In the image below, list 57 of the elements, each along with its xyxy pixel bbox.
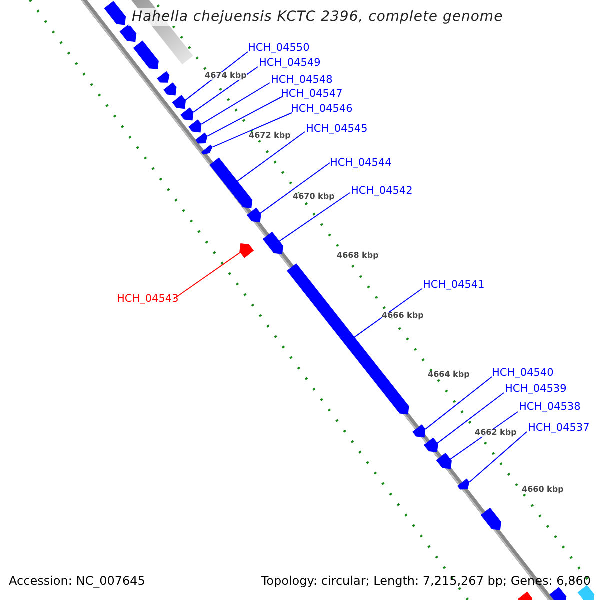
gene-label: HCH_04545 <box>306 124 368 134</box>
gene-feature <box>157 71 170 83</box>
gene-feature <box>287 264 410 415</box>
gene-feature <box>578 585 595 600</box>
leader-line <box>437 392 504 444</box>
gene-label: HCH_04537 <box>528 423 590 434</box>
gene-feature <box>133 40 159 70</box>
gene-label: HCH_04549 <box>259 58 321 68</box>
gene-label: HCH_04548 <box>271 75 333 86</box>
gene-feature <box>240 244 254 258</box>
gene-feature <box>518 592 532 600</box>
footer-text: Topology: circular; Length: 7,215,267 bp; Genes: 6,860 <box>261 575 591 587</box>
gene-feature <box>436 453 452 470</box>
gene-feature <box>262 232 284 254</box>
leader-line <box>193 66 258 113</box>
leader-line <box>425 376 492 430</box>
leader-line <box>354 288 422 338</box>
gene-label: HCH_04544 <box>330 158 392 168</box>
gene-feature <box>550 587 567 600</box>
gene-feature <box>480 508 502 530</box>
leader-line <box>207 96 282 137</box>
gene-label: HCH_04541 <box>423 280 485 290</box>
leader-line <box>174 252 241 300</box>
leader-line <box>237 132 306 182</box>
gene-feature <box>180 108 194 121</box>
scale-label: 4662 kbp <box>475 429 517 437</box>
gene-feature <box>164 82 177 96</box>
gene-label: HCH_04543 <box>117 294 179 304</box>
leader-line <box>279 192 350 242</box>
scale-label: 4672 kbp <box>249 132 291 140</box>
scale-label: 4674 kbp <box>205 72 247 80</box>
gene-feature <box>246 208 262 222</box>
gene-label: HCH_04546 <box>291 104 353 114</box>
gene-feature <box>172 95 186 110</box>
gene-label: HCH_04547 <box>281 89 343 100</box>
gene-feature <box>210 158 253 209</box>
scale-label: 4660 kbp <box>522 486 564 494</box>
gene-feature <box>188 120 202 133</box>
gene-label: HCH_04550 <box>248 43 310 54</box>
leader-line <box>212 112 292 148</box>
gene-feature <box>412 424 426 438</box>
gene-feature <box>458 478 470 490</box>
gene-label: HCH_04542 <box>351 186 413 196</box>
gene-label: HCH_04538 <box>519 402 581 412</box>
gene-feature <box>201 144 213 155</box>
scale-label: 4670 kbp <box>293 193 335 201</box>
leader-line <box>260 162 330 214</box>
gene-label: HCH_04540 <box>492 368 554 378</box>
scale-label: 4664 kbp <box>428 371 470 379</box>
gene-label: HCH_04539 <box>505 384 567 394</box>
gene-feature <box>196 132 208 144</box>
gene-feature <box>424 438 438 452</box>
gene-feature <box>120 24 137 42</box>
scale-label: 4666 kbp <box>382 312 424 320</box>
leader-line <box>201 82 270 125</box>
leader-line <box>469 432 528 483</box>
footer-text: Accession: NC_007645 <box>9 575 146 587</box>
